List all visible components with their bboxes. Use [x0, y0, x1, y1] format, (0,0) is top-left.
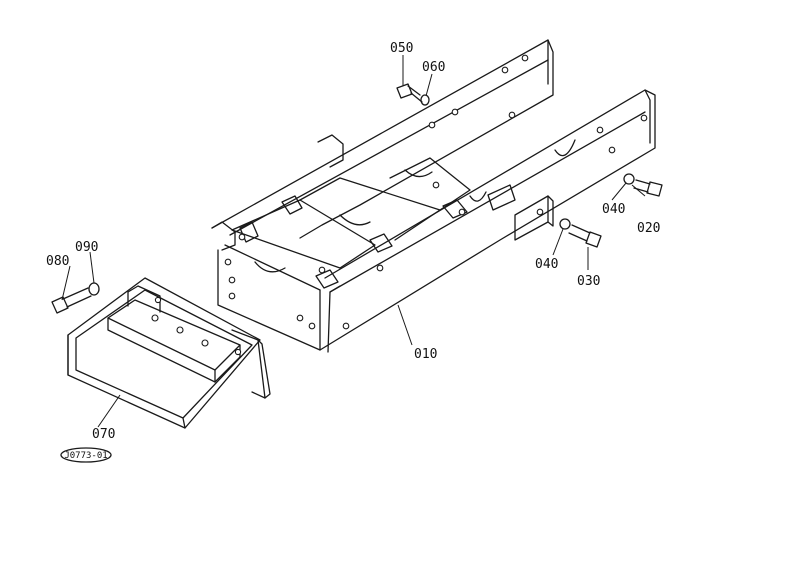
- rail-hole: [640, 114, 648, 122]
- top-bracket-tab: [317, 134, 344, 168]
- rail-hole: [376, 264, 384, 272]
- rail-hole: [238, 233, 246, 241]
- washer-040-lower: [559, 218, 571, 230]
- rail-hole: [428, 121, 436, 129]
- rail-hole: [318, 266, 326, 274]
- bolt-020: [633, 179, 663, 197]
- washer-040-right: [623, 173, 635, 185]
- rail-hole: [228, 276, 236, 284]
- rail-hole: [458, 208, 466, 216]
- leader-lines: [61, 55, 646, 428]
- part-label-050: 050: [390, 41, 413, 56]
- part-label-040-right: 040: [602, 202, 625, 217]
- washer-060: [420, 94, 430, 106]
- rail-hole: [508, 111, 516, 119]
- part-label-090: 090: [75, 240, 98, 255]
- side-plate-bracket: [487, 184, 516, 211]
- cross-member-front: [389, 157, 471, 211]
- drawing-code: J0773-01: [64, 451, 107, 461]
- rail-hole: [596, 126, 604, 134]
- part-label-080: 080: [46, 254, 69, 269]
- cross-member-rear: [231, 199, 376, 269]
- part-label-040-lower: 040: [535, 257, 558, 272]
- bolt-080: [51, 287, 92, 314]
- bolt-030: [568, 224, 602, 248]
- rail-hole: [228, 292, 236, 300]
- bolt-050: [396, 83, 423, 103]
- rail-hole: [521, 54, 529, 62]
- washer-090: [88, 282, 100, 296]
- frame-assembly: [211, 39, 656, 353]
- drawing-code-stamp: J0773-01: [60, 447, 112, 463]
- front-side-rail: [217, 89, 656, 351]
- part-label-070: 070: [92, 427, 115, 442]
- rail-hole: [432, 181, 440, 189]
- rail-hole: [308, 322, 316, 330]
- part-label-010: 010: [414, 347, 437, 362]
- rail-hole: [501, 66, 509, 74]
- cross-member-mid: [299, 177, 441, 241]
- step-box-070: [67, 277, 271, 429]
- part-labels: 050 060 010 020 040 040 030 080 090 070: [46, 41, 660, 442]
- rail-hole: [342, 322, 350, 330]
- rail-hole: [536, 208, 544, 216]
- rail-hole: [224, 258, 232, 266]
- part-label-020: 020: [637, 221, 660, 236]
- rail-hole: [608, 146, 616, 154]
- part-label-030: 030: [577, 274, 600, 289]
- part-label-060: 060: [422, 60, 445, 75]
- step-plate: [107, 299, 241, 371]
- rail-hole: [296, 314, 304, 322]
- side-mount-plate: [514, 195, 549, 241]
- rail-hole: [451, 108, 459, 116]
